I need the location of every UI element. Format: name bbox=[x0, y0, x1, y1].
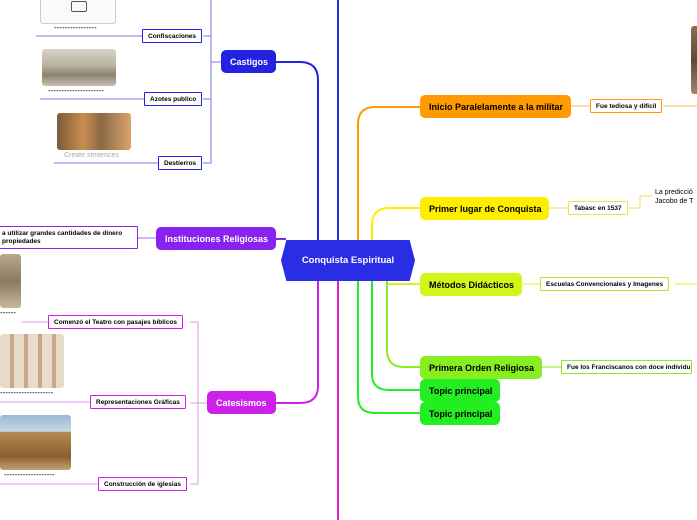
topic-inicio-paralelamente[interactable]: Inicio Paralelamente a la militar bbox=[420, 95, 571, 118]
subtopic-dinero-propiedades[interactable]: a utilizar grandes cantidades de dinero … bbox=[0, 226, 138, 249]
subtopic-fue-tediosa[interactable]: Fue tediosa y dificil bbox=[590, 99, 663, 113]
note-line: La predicció bbox=[655, 189, 693, 196]
image-caption: --------------------- bbox=[48, 86, 104, 95]
engraving-image bbox=[42, 49, 116, 86]
topic-principal-1[interactable]: Topic principal bbox=[420, 379, 500, 402]
topic-instituciones-religiosas[interactable]: Instituciones Religiosas bbox=[156, 227, 276, 250]
central-topic[interactable]: Conquista Espiritual bbox=[281, 240, 415, 281]
subtopic-franciscanos[interactable]: Fue los Franciscanos con doce individu bbox=[561, 360, 692, 374]
image-caption: -------------------- bbox=[0, 388, 54, 397]
historical-image bbox=[691, 26, 697, 94]
codex-illustration-image bbox=[0, 334, 64, 388]
note-prediccion: La predicció Jacobo de T bbox=[655, 188, 693, 206]
subtopic-representaciones-graficas[interactable]: Representaciones Gráficas bbox=[90, 395, 186, 409]
subtopic-destierros[interactable]: Destierros bbox=[158, 156, 203, 170]
photo-placeholder-image bbox=[40, 0, 116, 24]
subtopic-line: a utilizar grandes cantidades de dinero bbox=[2, 229, 123, 237]
topic-metodos-didacticos[interactable]: Métodos Didácticos bbox=[420, 273, 522, 296]
image-caption: ---------------- bbox=[54, 23, 97, 32]
manuscript-image bbox=[0, 254, 21, 308]
subtopic-line: propiedades bbox=[2, 237, 41, 245]
topic-primera-orden[interactable]: Primera Orden Religiosa bbox=[420, 356, 542, 379]
subtopic-tabasc[interactable]: Tabasc en 1537 bbox=[568, 201, 628, 215]
subtopic-construccion-iglesias[interactable]: Construcción de iglesias bbox=[98, 477, 187, 491]
topic-catesismos[interactable]: Catesismos bbox=[207, 391, 276, 414]
church-image bbox=[0, 415, 71, 470]
image-caption: ------ bbox=[0, 308, 16, 317]
note-line: Jacobo de T bbox=[655, 198, 694, 205]
subtopic-confiscaciones[interactable]: Confiscaciones bbox=[142, 29, 203, 43]
topic-principal-2[interactable]: Topic principal bbox=[420, 402, 500, 425]
topic-castigos[interactable]: Castigos bbox=[221, 50, 276, 73]
painting-image bbox=[57, 113, 131, 150]
subtopic-teatro[interactable]: Comenzó el Teatro con pasajes bíblicos bbox=[48, 315, 184, 329]
image-caption: ------------------- bbox=[4, 470, 55, 479]
camera-icon bbox=[71, 1, 87, 12]
topic-primer-lugar[interactable]: Primer lugar de Conquista bbox=[420, 197, 549, 220]
image-caption: Create sentences bbox=[64, 152, 119, 159]
subtopic-escuelas[interactable]: Escuelas Convencionales y Imagenes bbox=[540, 277, 670, 291]
subtopic-azotes-publico[interactable]: Azotes publico bbox=[144, 92, 203, 106]
